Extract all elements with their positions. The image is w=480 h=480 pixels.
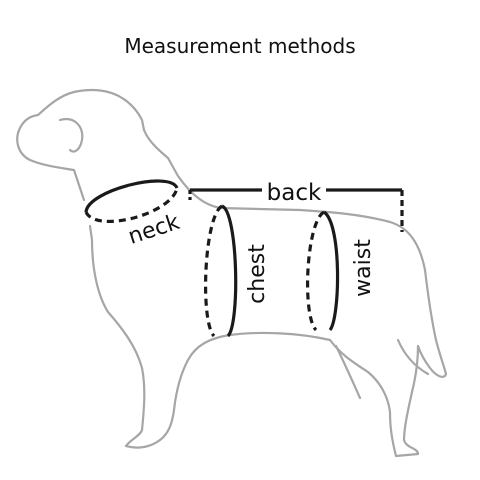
diagram-title: Measurement methods	[124, 34, 356, 58]
waist-label: waist	[351, 239, 376, 297]
neck-label: neck	[125, 210, 183, 250]
chest-label: chest	[245, 244, 270, 304]
measurement-marks	[84, 179, 404, 338]
chest-measure	[204, 204, 238, 338]
back-measure	[188, 188, 404, 232]
dog-outline	[16, 88, 448, 458]
waist-measure	[305, 210, 340, 332]
back-label: back	[267, 180, 322, 206]
neck-measure	[84, 179, 179, 223]
